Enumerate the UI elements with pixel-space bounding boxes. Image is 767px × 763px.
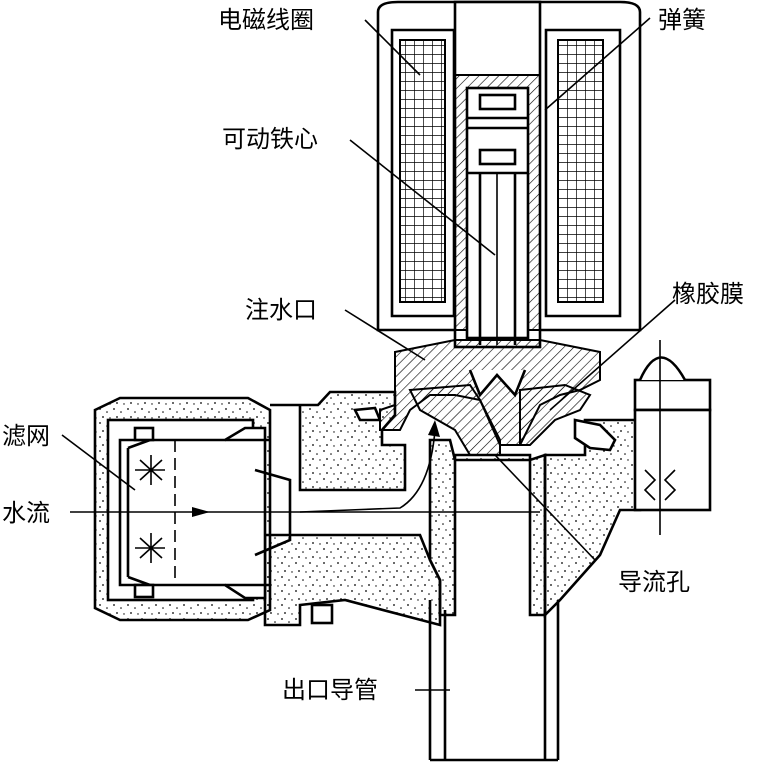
label-plunger: 可动铁心 (222, 125, 318, 153)
diaphragm (352, 339, 617, 456)
label-guide-hole: 导流孔 (618, 568, 690, 596)
plunger (454, 74, 541, 345)
label-spring: 弹簧 (658, 6, 706, 34)
label-outlet-pipe: 出口导管 (282, 676, 378, 704)
label-inlet-port: 注水口 (245, 296, 317, 324)
label-filter: 滤网 (2, 422, 50, 450)
label-water-flow: 水流 (2, 499, 50, 527)
leader-lines (61, 17, 676, 691)
label-diaphragm: 橡胶膜 (672, 280, 744, 308)
label-coil: 电磁线圈 (218, 6, 314, 34)
valve-body (263, 340, 712, 762)
